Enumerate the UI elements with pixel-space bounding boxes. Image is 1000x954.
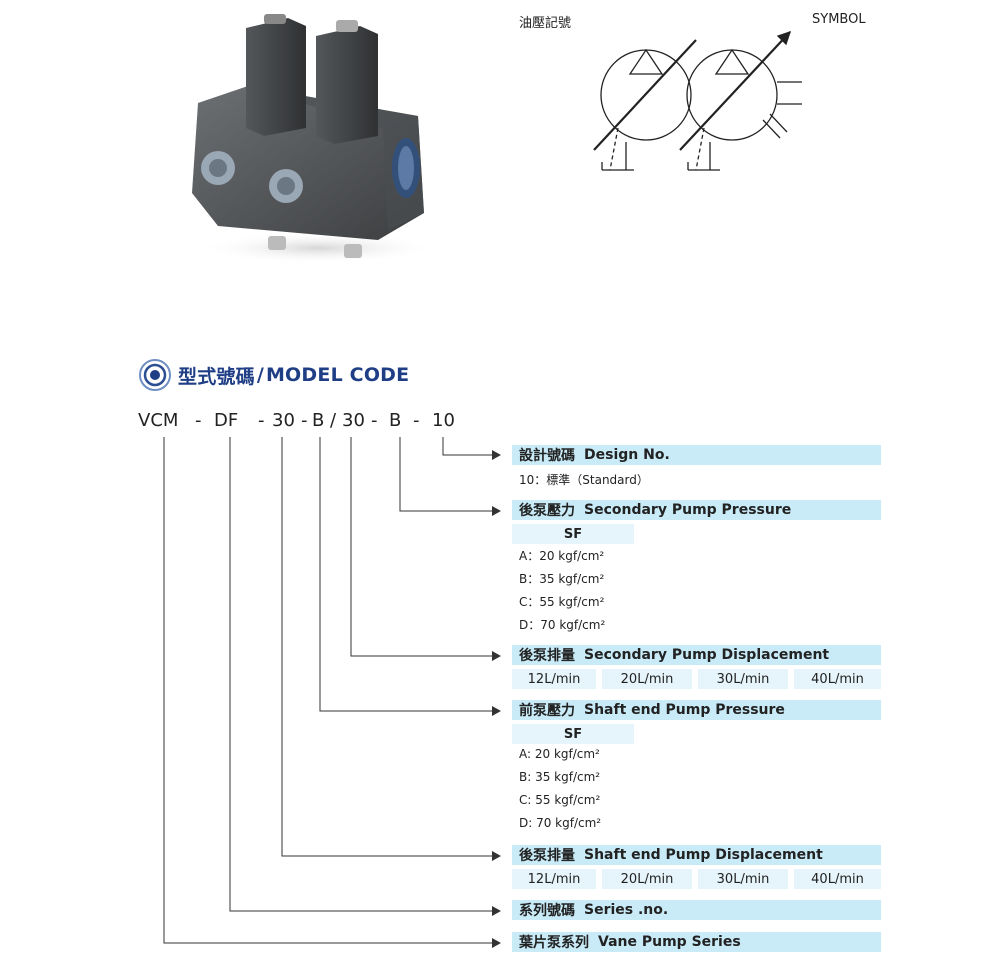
shaft-displacement-cell: 12L/min xyxy=(512,869,596,889)
code-part-vcm: VCM xyxy=(138,410,179,431)
secondary-pressure-zh: 後泵壓力 xyxy=(519,503,575,519)
shaft-displacement-bar: 後泵排量 Shaft end Pump Displacement xyxy=(512,845,881,865)
heading-zh: 型式號碼 xyxy=(178,365,255,388)
vane-pump-photo xyxy=(192,14,438,264)
heading-en: MODEL CODE xyxy=(265,364,410,386)
shaft-pressure-sf: SF xyxy=(512,724,634,744)
shaft-displacement-cell: 30L/min xyxy=(698,869,788,889)
vane-series-zh: 葉片泵系列 xyxy=(519,935,589,951)
secondary-displacement-zh: 後泵排量 xyxy=(519,648,575,664)
secondary-pressure-option: A：20 kgf/cm² xyxy=(519,549,605,563)
vane-series-en: Vane Pump Series xyxy=(598,934,741,950)
secondary-pressure-sf: SF xyxy=(512,524,634,544)
secondary-pressure-option: D：70 kgf/cm² xyxy=(519,618,606,632)
hydraulic-symbol-diagram xyxy=(593,30,802,171)
secondary-pressure-bar: 後泵壓力 Secondary Pump Pressure xyxy=(512,500,881,520)
series-no-bar: 系列號碼 Series .no. xyxy=(512,900,881,920)
heading-slash: / xyxy=(256,364,264,386)
secondary-pressure-option: B：35 kgf/cm² xyxy=(519,572,605,586)
code-slash: / xyxy=(330,410,337,431)
secondary-pressure-option: C：55 kgf/cm² xyxy=(519,595,605,609)
shaft-displacement-en: Shaft end Pump Displacement xyxy=(584,847,823,863)
shaft-pressure-option: C: 55 kgf/cm² xyxy=(519,793,601,807)
secondary-displacement-bar: 後泵排量 Secondary Pump Displacement xyxy=(512,645,881,665)
secondary-displacement-cell: 20L/min xyxy=(602,669,692,689)
triangle-arrow-icon xyxy=(492,938,501,948)
code-sep: - xyxy=(195,410,202,431)
series-no-zh: 系列號碼 xyxy=(519,903,575,919)
model-code-string: VCM - DF - 30 - B / 30 - B - 10 xyxy=(138,410,468,434)
code-part-30a: 30 xyxy=(272,410,295,431)
design-no-detail: 10：標準（Standard） xyxy=(519,473,649,487)
design-no-bar: 設計號碼 Design No. xyxy=(512,445,881,465)
code-part-10: 10 xyxy=(432,410,455,431)
code-sep: - xyxy=(301,410,308,431)
triangle-arrow-icon xyxy=(492,651,501,661)
shaft-pressure-en: Shaft end Pump Pressure xyxy=(584,702,785,718)
code-part-df: DF xyxy=(214,410,239,431)
triangle-arrow-icon xyxy=(492,506,501,516)
concentric-rings-icon xyxy=(139,359,171,391)
series-no-en: Series .no. xyxy=(584,902,669,918)
shaft-pressure-zh: 前泵壓力 xyxy=(519,703,575,719)
shaft-displacement-cell: 40L/min xyxy=(794,869,881,889)
model-code-heading: 型式號碼 / MODEL CODE xyxy=(138,358,409,392)
triangle-arrow-icon xyxy=(492,851,501,861)
secondary-displacement-cell: 30L/min xyxy=(698,669,788,689)
code-sep: - xyxy=(371,410,378,431)
code-sep: - xyxy=(413,410,420,431)
shaft-displacement-cell: 20L/min xyxy=(602,869,692,889)
code-part-b2: B xyxy=(389,410,402,431)
code-sep: - xyxy=(258,410,265,431)
design-no-en: Design No. xyxy=(584,447,670,463)
triangle-arrow-icon xyxy=(492,450,501,460)
shaft-pressure-option: A: 20 kgf/cm² xyxy=(519,747,600,761)
triangle-arrow-icon xyxy=(492,706,501,716)
design-no-zh: 設計號碼 xyxy=(519,448,575,464)
symbol-label-zh: 油壓記號 xyxy=(519,16,572,31)
triangle-arrow-icon xyxy=(492,906,501,916)
secondary-displacement-en: Secondary Pump Displacement xyxy=(584,647,830,663)
symbol-label-en: SYMBOL xyxy=(812,12,866,27)
secondary-displacement-cell: 12L/min xyxy=(512,669,596,689)
shaft-pressure-option: B: 35 kgf/cm² xyxy=(519,770,601,784)
code-part-b1: B xyxy=(312,410,325,431)
vane-series-bar: 葉片泵系列 Vane Pump Series xyxy=(512,932,881,952)
code-part-30b: 30 xyxy=(342,410,365,431)
secondary-pressure-en: Secondary Pump Pressure xyxy=(584,502,792,518)
secondary-displacement-cell: 40L/min xyxy=(794,669,881,689)
shaft-displacement-zh: 後泵排量 xyxy=(519,848,575,864)
shaft-pressure-option: D: 70 kgf/cm² xyxy=(519,816,602,830)
shaft-pressure-bar: 前泵壓力 Shaft end Pump Pressure xyxy=(512,700,881,720)
